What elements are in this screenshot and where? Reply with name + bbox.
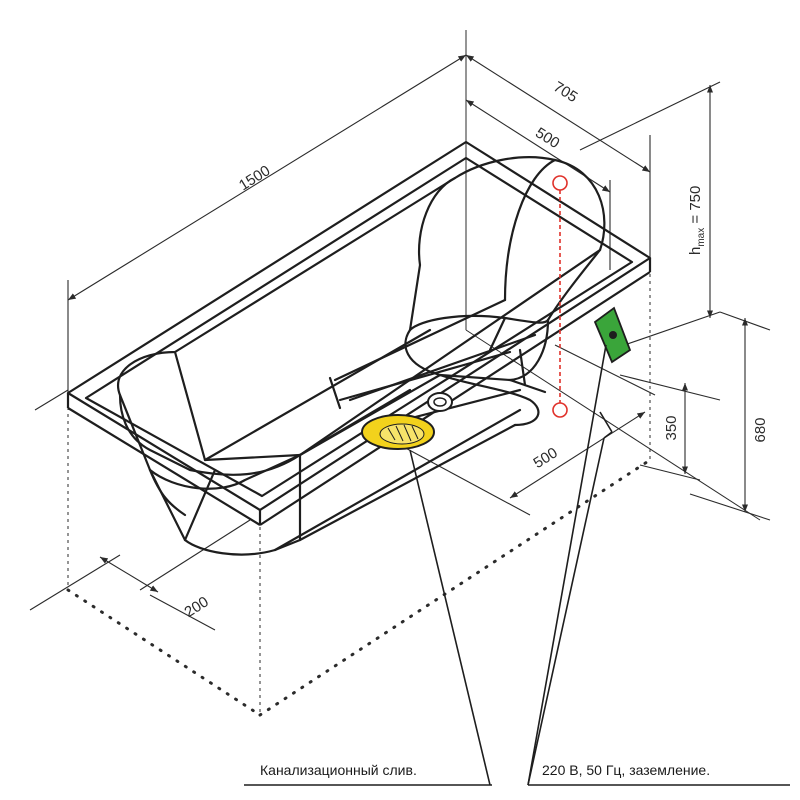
- dim-length-label: 1500: [236, 162, 273, 194]
- dim-height-max-h: h: [687, 247, 704, 255]
- overflow-outlet: [427, 392, 453, 412]
- connection-markers: [552, 175, 568, 418]
- dim-offset-drain-label: 200: [181, 593, 211, 621]
- power-socket: [593, 306, 632, 364]
- dim-height-max-label: hmax = 750: [687, 186, 707, 255]
- dim-height-socket-label: 350: [663, 415, 680, 440]
- dim-height-max-sub: max: [696, 228, 707, 247]
- bathtub-rim: [66, 140, 652, 526]
- dim-width-outer-label: 705: [550, 78, 580, 106]
- dim-height-max-value: = 750: [687, 186, 704, 228]
- power-callout: 220 В, 50 Гц, заземление.: [542, 762, 710, 778]
- dim-height-top-label: 680: [752, 417, 769, 442]
- dim-width-inner-label: 500: [532, 124, 562, 152]
- bathtub-basin: [117, 156, 606, 556]
- floor-outline: [66, 30, 761, 717]
- dimension-lines: [29, 54, 771, 631]
- drain-callout: Канализационный слив.: [260, 762, 417, 778]
- dim-offset-side-label: 500: [530, 444, 560, 472]
- drain-outlet: [361, 414, 435, 450]
- callout-lines: [244, 344, 790, 786]
